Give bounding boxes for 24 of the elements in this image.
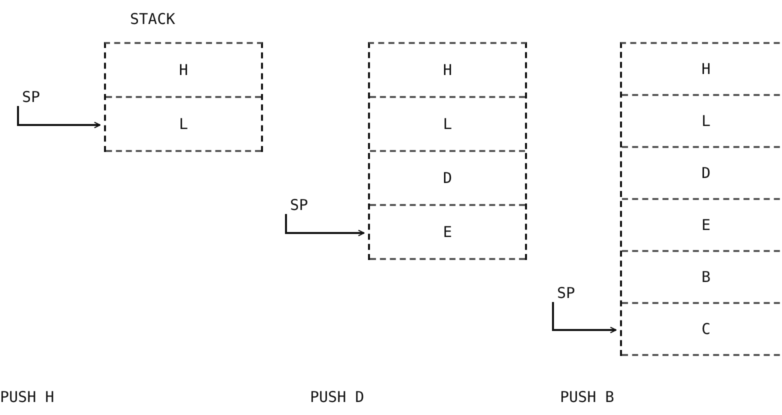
register-name: D [701,164,711,182]
stack-box [620,42,782,356]
operation-caption: PUSH D [310,388,364,406]
operation-caption: PUSH B [560,388,614,406]
stack-heading: STACK [130,10,176,28]
register-name: D [442,169,452,187]
register-name: L [442,115,452,133]
register-name: B [701,268,711,286]
register-name: H [442,61,452,79]
register-name: L [178,115,188,133]
register-name: L [701,112,711,130]
pointer-label: SP [557,284,576,302]
pointer-arrow [285,214,365,236]
stack-box [368,42,527,260]
pointer-arrow [552,302,617,334]
pointer-arrow [17,106,101,128]
register-name: E [701,216,711,234]
pointer-label: SP [290,196,308,214]
register-name: E [442,223,452,241]
operation-caption: PUSH H [0,388,54,406]
register-name: H [701,60,711,78]
register-name: C [701,320,711,338]
pointer-label: SP [22,88,40,106]
register-name: H [178,61,188,79]
